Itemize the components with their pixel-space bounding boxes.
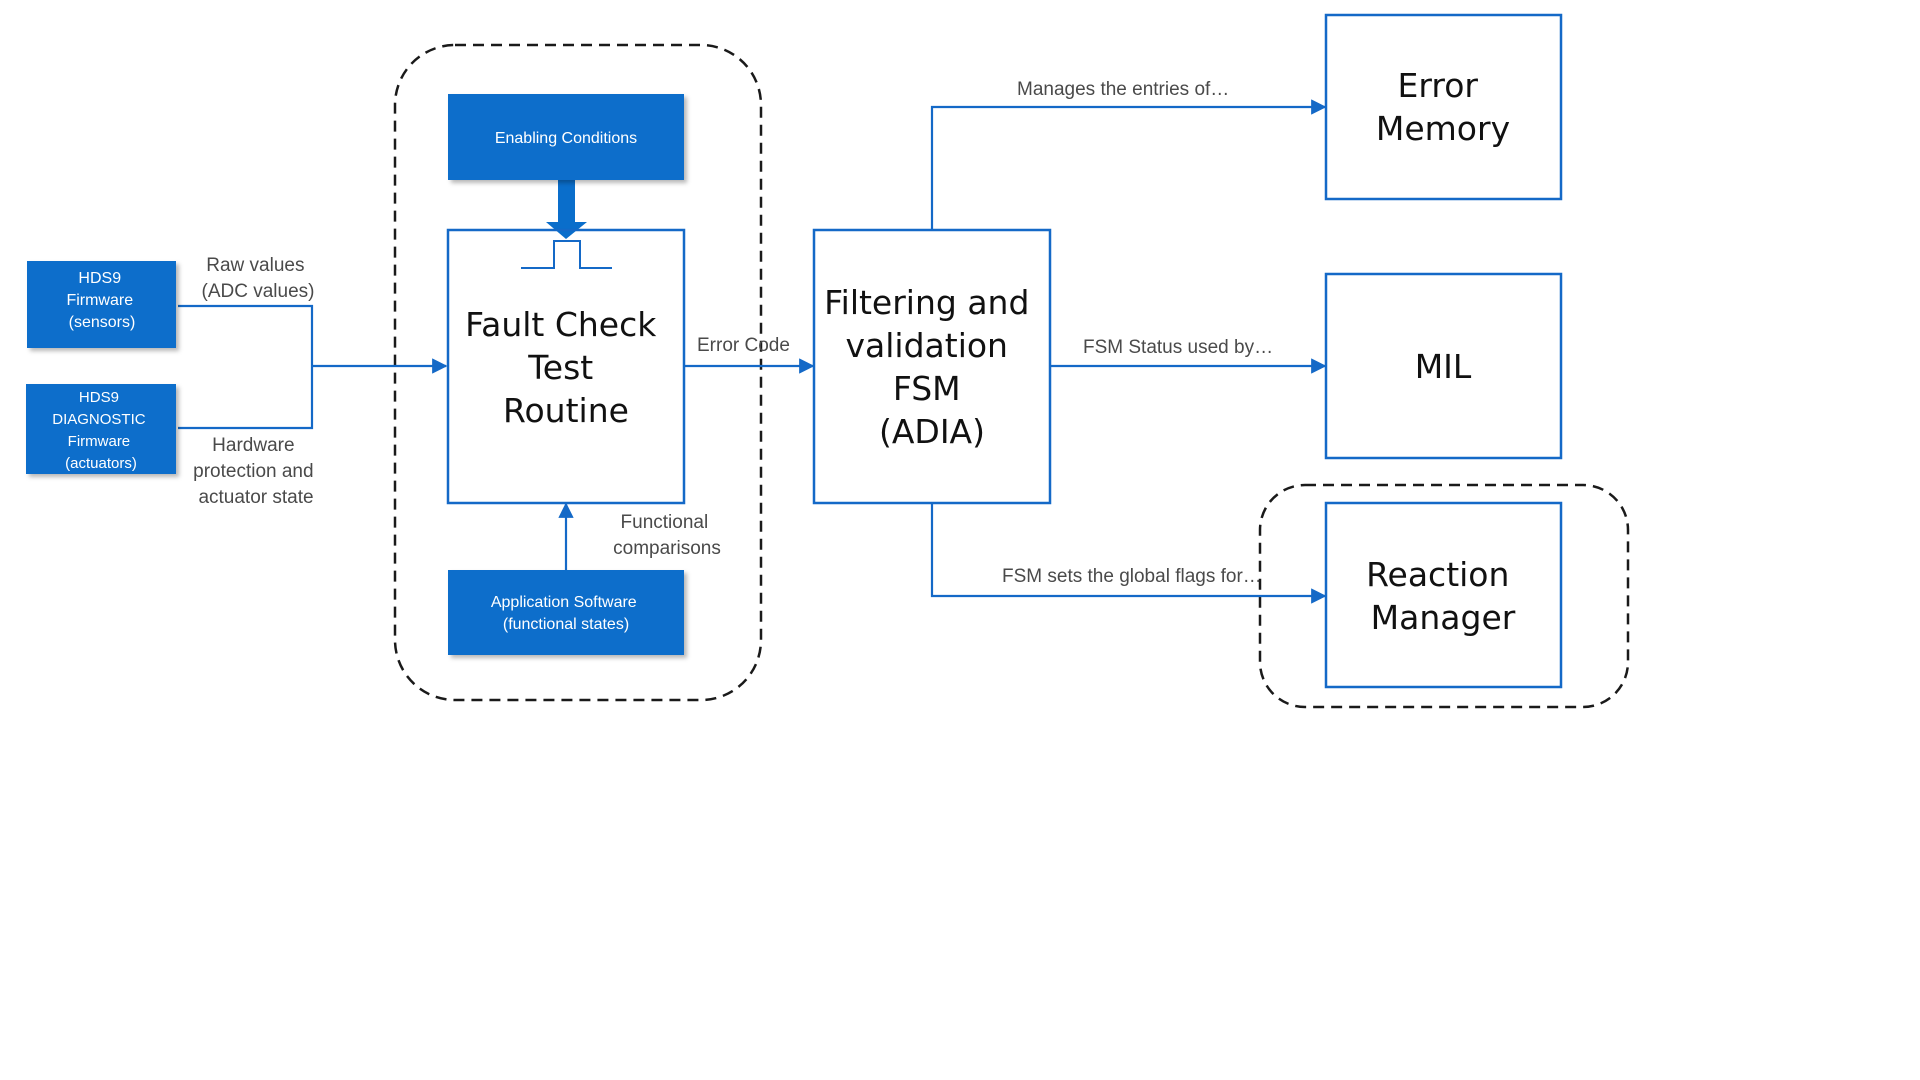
hds9-diagnostic-text: HDS9 DIAGNOSTIC Firmware (actuators) bbox=[52, 389, 150, 472]
enabling-conditions-box bbox=[448, 94, 684, 180]
error-memory-box bbox=[1324, 13, 1563, 201]
error-memory-text: Error Memory bbox=[1376, 66, 1510, 148]
reaction-manager-group-border bbox=[1258, 483, 1630, 709]
mil-box bbox=[1324, 272, 1563, 460]
reaction-manager-box bbox=[1324, 501, 1563, 689]
fault-check-group-border bbox=[393, 43, 763, 702]
arrow-to-error-memory bbox=[930, 99, 1327, 229]
filtering-fsm-box bbox=[812, 228, 1052, 505]
reaction-manager-text: Reaction Manager bbox=[1366, 555, 1520, 637]
fsm-status-label: FSM Status used by… bbox=[1083, 337, 1273, 358]
raw-values-label: Raw values (ADC values) bbox=[202, 255, 315, 302]
application-software-box bbox=[448, 570, 684, 655]
hardware-protection-label: Hardware protection and actuator state bbox=[193, 435, 319, 508]
fault-check-text: Fault Check Test Routine bbox=[465, 305, 667, 430]
connector-sensors bbox=[178, 304, 314, 366]
filtering-fsm-text: Filtering and validation FSM (ADIA) bbox=[824, 283, 1040, 451]
functional-comparisons-label: Functional comparisons bbox=[613, 512, 721, 559]
hds9-diagnostic-box bbox=[26, 384, 176, 474]
mil-text: MIL bbox=[1415, 347, 1472, 386]
arrow-to-reaction-manager bbox=[930, 504, 1327, 604]
hds9-firmware-text: HDS9 Firmware (sensors) bbox=[66, 270, 137, 331]
connectors bbox=[178, 99, 1327, 604]
pulse-icon bbox=[521, 240, 612, 269]
connector-actuators bbox=[178, 366, 314, 430]
hds9-firmware-box bbox=[27, 261, 176, 348]
enabling-conditions-text: Enabling Conditions bbox=[495, 130, 637, 147]
application-software-text: Application Software (functional states) bbox=[491, 594, 641, 633]
fault-check-box bbox=[446, 228, 686, 505]
manages-entries-label: Manages the entries of… bbox=[1017, 79, 1229, 100]
error-code-label: Error Code bbox=[697, 335, 790, 356]
fsm-sets-flags-label: FSM sets the global flags for… bbox=[1002, 566, 1262, 587]
